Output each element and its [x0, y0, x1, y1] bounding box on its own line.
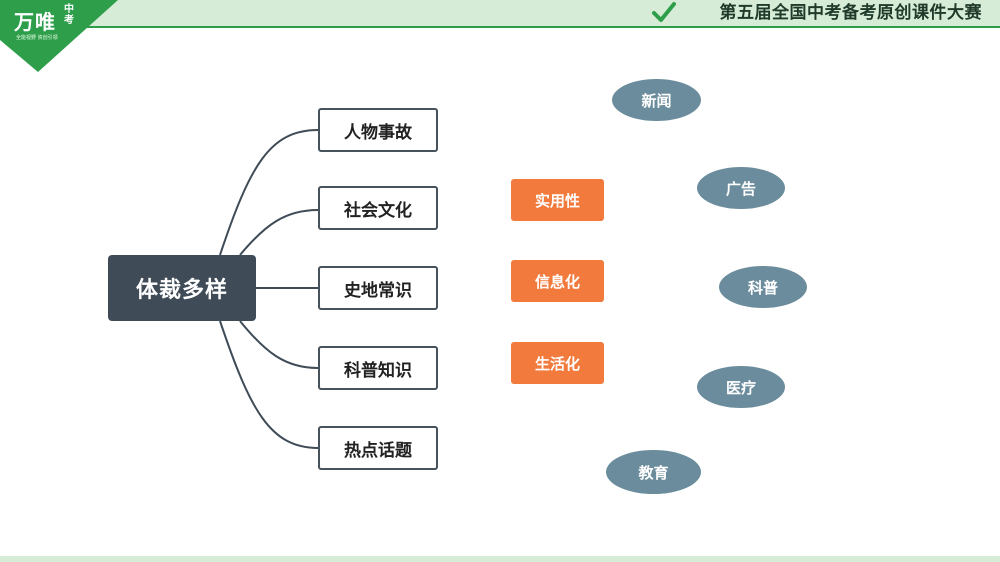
branch-node: 科普知识 — [318, 346, 438, 390]
connector-1 — [219, 129, 319, 256]
brand-logo: 万唯 中考 全能视野 资创引领 — [0, 0, 118, 72]
connector-2 — [239, 209, 319, 256]
branch-node: 史地常识 — [318, 266, 438, 310]
domain-oval: 科普 — [719, 266, 807, 308]
logo-slogan: 全能视野 资创引领 — [16, 35, 58, 41]
contest-title: 第五届全国中考备考原创课件大赛 — [719, 3, 982, 23]
domain-oval: 新闻 — [612, 79, 701, 121]
bottom-bar — [0, 556, 1000, 562]
domain-oval: 广告 — [697, 167, 785, 209]
feature-badge: 信息化 — [511, 260, 604, 302]
branch-node: 热点话题 — [318, 426, 438, 470]
connector-5 — [219, 320, 319, 449]
feature-badge: 实用性 — [511, 179, 604, 221]
domain-oval: 教育 — [606, 450, 701, 494]
domain-oval: 医疗 — [697, 366, 785, 408]
branch-node: 社会文化 — [318, 186, 438, 230]
connector-4 — [239, 320, 319, 369]
branch-node: 人物事故 — [318, 108, 438, 152]
feature-badge: 生活化 — [511, 342, 604, 384]
top-banner: 第五届全国中考备考原创课件大赛 — [0, 0, 1000, 28]
check-icon — [652, 2, 676, 22]
root-node: 体裁多样 — [108, 255, 256, 321]
logo-sub-text: 中考 — [64, 4, 74, 26]
logo-main-text: 万唯 — [14, 10, 56, 34]
